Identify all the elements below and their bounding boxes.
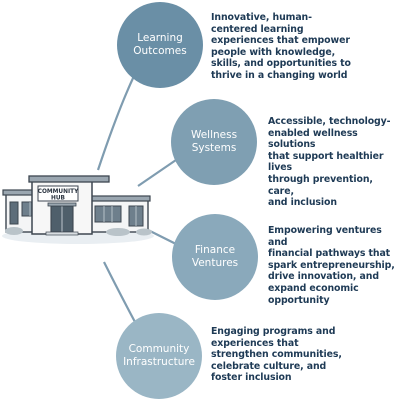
hub-sign-line2: HUB [51,196,66,202]
connector-community [103,261,136,323]
community-infrastructure-description: Engaging programs and experiences that s… [211,326,342,384]
connector-wellness [137,159,177,187]
finance-ventures-description: Empowering ventures and financial pathwa… [268,225,395,306]
finance-ventures-node: Finance Ventures [172,214,258,300]
learning-outcomes-node: Learning Outcomes [117,2,203,88]
node-title-community-infrastructure: Community Infrastructure [123,343,195,368]
node-title-learning-outcomes: Learning Outcomes [133,32,187,57]
community-hub-building: COMMUNITY HUB [2,175,154,244]
node-title-wellness-systems: Wellness Systems [190,129,238,154]
wellness-systems-node: Wellness Systems [171,99,257,185]
learning-outcomes-description: Innovative, human- centered learning exp… [211,12,351,81]
community-infrastructure-node: Community Infrastructure [116,313,202,399]
wellness-systems-description: Accessible, technology- enabled wellness… [268,116,391,209]
hub-sign-line1: COMMUNITY [38,189,79,195]
node-title-finance-ventures: Finance Ventures [191,244,239,269]
connector-learning [96,75,135,171]
